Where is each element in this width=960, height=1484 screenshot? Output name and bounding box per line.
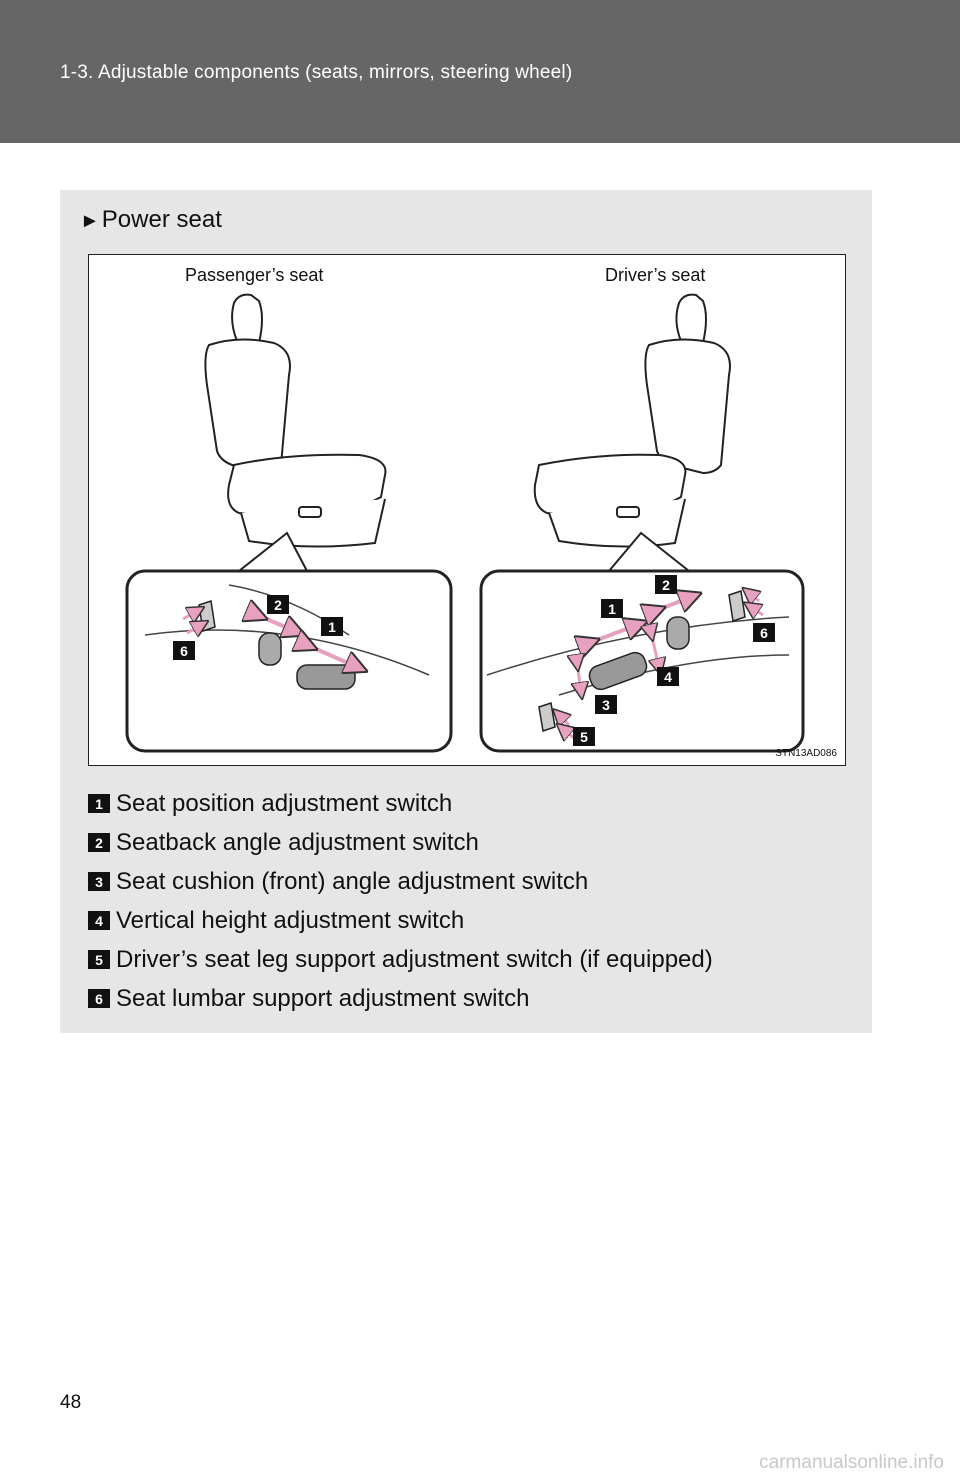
driver-seat-icon bbox=[533, 293, 731, 548]
legend-text: Seat position adjustment switch bbox=[116, 789, 453, 817]
legend-number: 5 bbox=[88, 950, 110, 969]
legend-number: 1 bbox=[88, 794, 110, 813]
legend-number: 4 bbox=[88, 911, 110, 930]
content-panel: ►Power seat Passenger’s seat Driver’s se… bbox=[60, 190, 872, 1033]
callout-6-left: 6 bbox=[180, 643, 188, 659]
callout-6-right: 6 bbox=[760, 625, 768, 641]
page-header: 1-3. Adjustable components (seats, mirro… bbox=[0, 0, 960, 143]
switch-legend: 1 Seat position adjustment switch 2 Seatba… bbox=[88, 784, 713, 1018]
section-title: ►Power seat bbox=[80, 206, 222, 234]
seat-switch-figure: Passenger’s seat Driver’s seat bbox=[88, 254, 846, 766]
passenger-seat-icon bbox=[204, 293, 387, 548]
callout-5-right: 5 bbox=[580, 729, 588, 745]
seatback-switch-driver-icon bbox=[666, 616, 690, 650]
legend-item: 4 Vertical height adjustment switch bbox=[88, 901, 713, 940]
legend-number: 6 bbox=[88, 989, 110, 1008]
callout-3-right: 3 bbox=[602, 697, 610, 713]
watermark[interactable]: carmanualsonline.info bbox=[759, 1452, 944, 1473]
callout-2-right: 2 bbox=[662, 577, 670, 593]
legend-number: 3 bbox=[88, 872, 110, 891]
callout-1-right: 1 bbox=[608, 601, 616, 617]
passenger-switch-detail: 2 1 6 bbox=[125, 569, 453, 753]
legend-text: Vertical height adjustment switch bbox=[116, 906, 465, 934]
seat-illustration: 2 1 6 bbox=[125, 293, 805, 753]
callout-4-right: 4 bbox=[664, 669, 672, 685]
legend-text: Driver’s seat leg support adjustment swi… bbox=[116, 945, 713, 973]
legend-item: 2 Seatback angle adjustment switch bbox=[88, 823, 713, 862]
section-marker-icon: ► bbox=[80, 210, 100, 232]
legend-item: 1 Seat position adjustment switch bbox=[88, 784, 713, 823]
callout-1-left: 1 bbox=[328, 619, 336, 635]
legend-number: 2 bbox=[88, 833, 110, 852]
page-number: 48 bbox=[60, 1392, 82, 1413]
position-switch-icon bbox=[296, 664, 356, 690]
callout-2-left: 2 bbox=[274, 597, 282, 613]
header-title: 1-3. Adjustable components (seats, mirro… bbox=[60, 62, 573, 83]
legend-text: Seatback angle adjustment switch bbox=[116, 828, 479, 856]
driver-switch-detail: 1 2 6 4 3 5 bbox=[479, 569, 805, 753]
legend-item: 6 Seat lumbar support adjustment switch bbox=[88, 979, 713, 1018]
section-title-text: Power seat bbox=[101, 206, 222, 233]
figure-code: STN13AD086 bbox=[775, 748, 837, 759]
legend-item: 5 Driver’s seat leg support adjustment sw… bbox=[88, 940, 713, 979]
passenger-seat-label: Passenger’s seat bbox=[185, 265, 324, 285]
legend-text: Seat lumbar support adjustment switch bbox=[116, 984, 530, 1012]
driver-seat-label: Driver’s seat bbox=[605, 265, 706, 285]
legend-item: 3 Seat cushion (front) angle adjustment s… bbox=[88, 862, 713, 901]
seatback-switch-icon bbox=[258, 632, 282, 666]
legend-text: Seat cushion (front) angle adjustment sw… bbox=[116, 867, 589, 895]
